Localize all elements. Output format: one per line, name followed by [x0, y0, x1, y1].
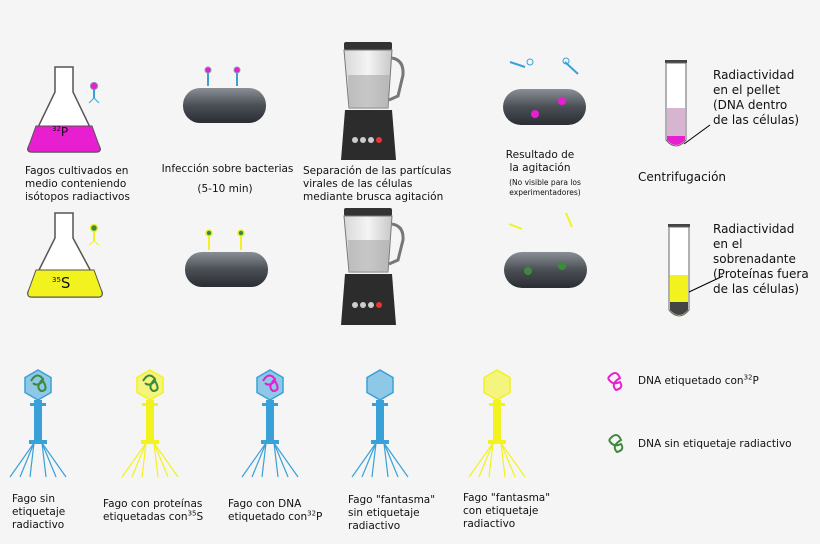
- flask-s35: [27, 212, 103, 298]
- result-note: (No visible para los experimentadores): [509, 178, 581, 197]
- bacterium-infection-bottom: [185, 229, 268, 287]
- centrifuge-label: Centrifugación: [638, 170, 727, 184]
- phage-icon-s35-small: [88, 223, 100, 246]
- bacterium-result-bottom: [504, 212, 587, 288]
- phage-dna-labeled: [241, 369, 299, 478]
- infection-label: Infección sobre bacterias: [161, 163, 294, 175]
- phage-protein-labeled: [121, 369, 179, 478]
- separation-label: Separación de las partículas virales de …: [303, 165, 452, 203]
- flask-p32-label: 32P: [52, 125, 69, 139]
- blender-bottom: [341, 208, 405, 325]
- flask-s35-label: 35S: [52, 274, 71, 292]
- phage-ghost-unlabeled: [351, 369, 409, 478]
- phage-ghost-unlabeled-label: Fago "fantasma" sin etiquetaje radiactiv…: [348, 494, 436, 532]
- result-label: Resultado de la agitación: [505, 149, 575, 174]
- tube-pellet: [665, 60, 711, 147]
- legend-dna-labeled-icon: [607, 372, 623, 392]
- phage-dna-label: Fago con DNA etiquetado con32P: [228, 498, 323, 523]
- legend-unlabeled-dna: DNA sin etiquetaje radiactivo: [638, 438, 792, 450]
- infection-time: (5-10 min): [197, 183, 253, 195]
- bacterium-infection-top: [183, 66, 266, 123]
- pellet-label: Radiactividad en el pellet (DNA dentro d…: [713, 68, 800, 127]
- phage-ghost-labeled-label: Fago "fantasma" con etiquetaje radiactiv…: [463, 492, 551, 530]
- flask-p32: [27, 66, 101, 153]
- phage-icon-p32-small: [88, 82, 100, 104]
- phage-unlabeled: [9, 369, 67, 478]
- legend-labeled-dna: DNA etiquetado con32P: [638, 373, 759, 387]
- supernatant-label: Radiactividad en el sobrenadante (Proteí…: [713, 222, 809, 296]
- phage-protein-label: Fago con proteínas etiquetadas con35S: [103, 498, 204, 523]
- phage-unlabeled-label: Fago sin etiquetaje radiactivo: [12, 493, 66, 531]
- legend-dna-unlabeled-icon: [608, 434, 624, 454]
- bacterium-result-top: [503, 57, 586, 125]
- blender-top: [341, 42, 405, 160]
- tube-supernatant: [668, 224, 724, 317]
- culture-label: Fagos cultivados en medio conteniendo is…: [25, 165, 130, 203]
- phage-ghost-labeled: [468, 369, 526, 478]
